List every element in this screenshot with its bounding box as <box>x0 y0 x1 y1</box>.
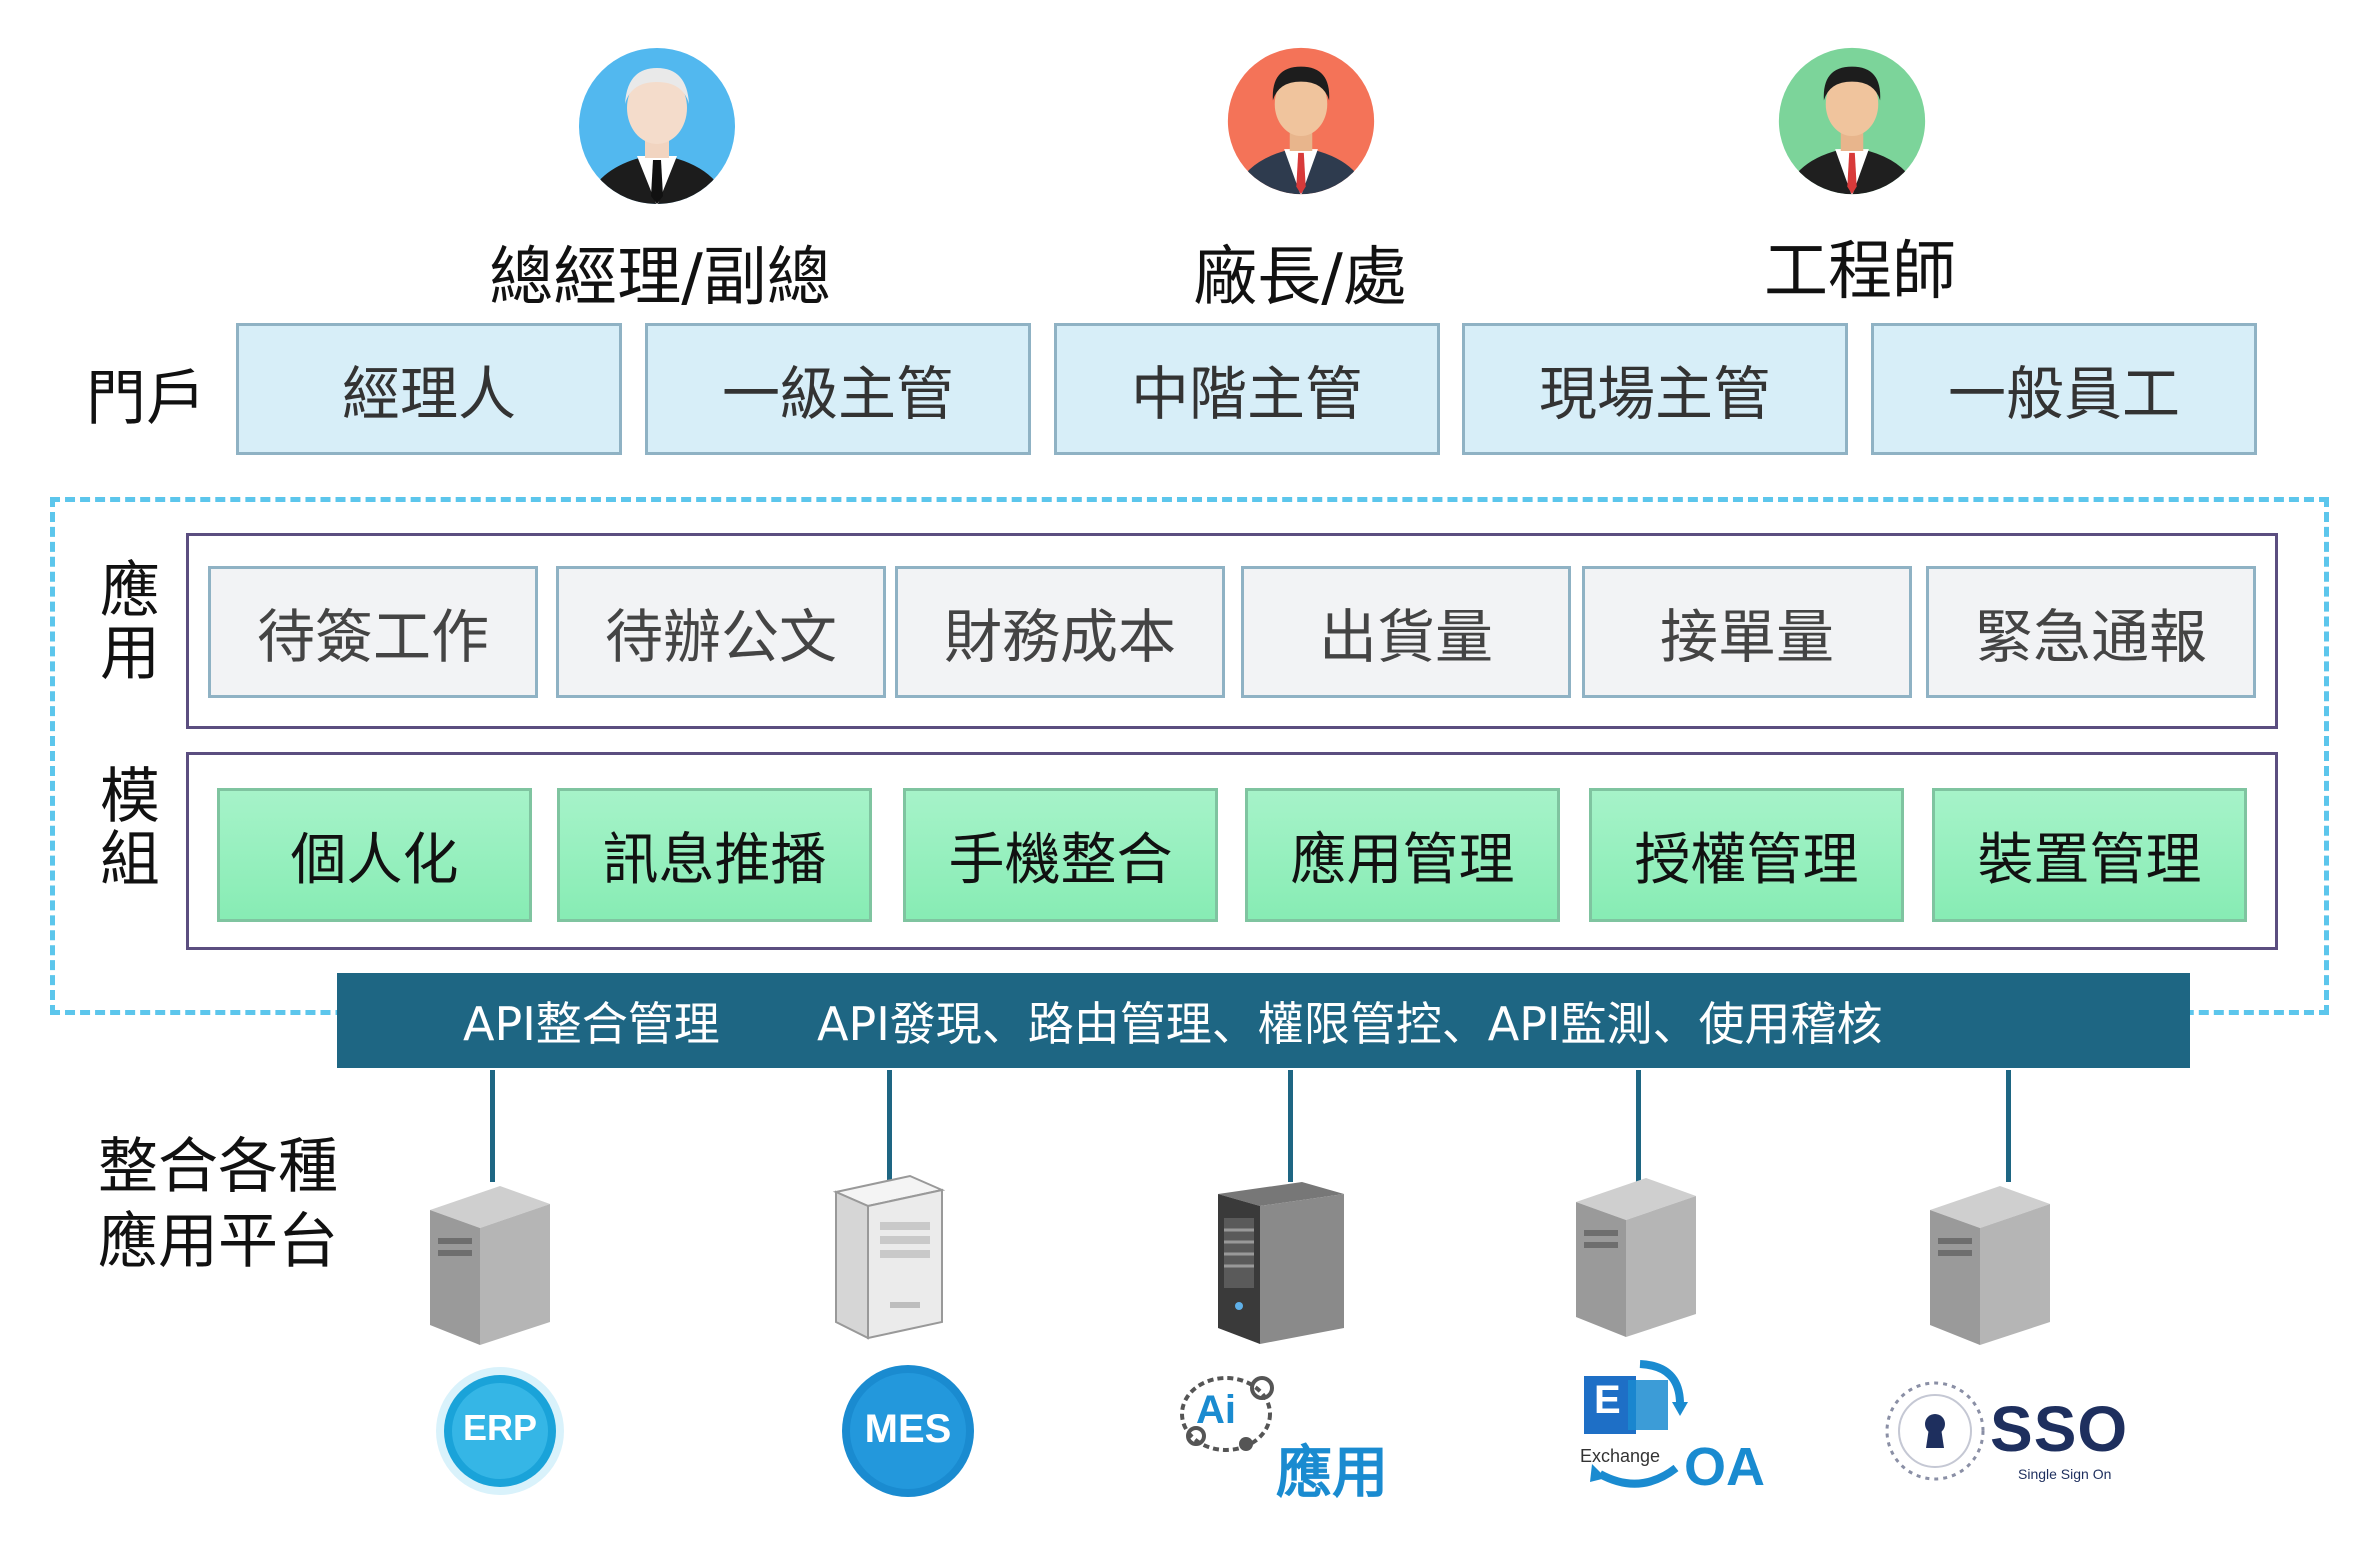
engineer-icon <box>1778 47 1926 195</box>
app-item-finance-cost[interactable]: 財務成本 <box>895 566 1225 698</box>
connector-erp <box>490 1070 495 1182</box>
platform-label: 整合各種 應用平台 <box>98 1130 338 1280</box>
server-ai-icon <box>1218 1182 1344 1344</box>
sso-sub-label: Single Sign On <box>2018 1466 2112 1482</box>
module-label-line1: 模 <box>100 762 160 832</box>
ai-logo-text: Ai <box>1196 1388 1236 1432</box>
role-title-senior: 總經理/副總 <box>489 241 831 315</box>
api-features: API發現、路由管理、權限管控、API監測、使用稽核 <box>817 996 1883 1051</box>
oa-label: OA <box>1684 1437 1765 1497</box>
app-label: 應 用 <box>100 560 160 686</box>
mes-logo-text: MES <box>864 1407 952 1451</box>
mes-logo-icon: MES <box>840 1363 976 1499</box>
app-label-line1: 應 <box>100 556 160 626</box>
role-title-engineer: 工程師 <box>1764 235 1956 309</box>
app-item-shipment[interactable]: 出貨量 <box>1241 566 1571 698</box>
app-item-pending-sign[interactable]: 待簽工作 <box>208 566 538 698</box>
module-label: 模 組 <box>100 766 160 892</box>
connector-sso <box>2006 1070 2011 1182</box>
ai-brain-icon: Ai 應用 <box>1176 1366 1406 1506</box>
portal-item-first-level[interactable]: 一級主管 <box>645 323 1031 455</box>
api-gateway-bar: API整合管理 API發現、路由管理、權限管控、API監測、使用稽核 <box>337 973 2190 1068</box>
exchange-logo-letter: E <box>1594 1378 1621 1422</box>
module-item-personalize[interactable]: 個人化 <box>217 788 532 922</box>
connector-ai <box>1288 1070 1293 1182</box>
role-title-plant: 廠長/處 <box>1193 241 1407 315</box>
platform-label-line1: 整合各種 <box>98 1132 338 1202</box>
portal-label: 門戶 <box>86 364 206 434</box>
portal-item-site[interactable]: 現場主管 <box>1462 323 1848 455</box>
portal-item-manager[interactable]: 經理人 <box>236 323 622 455</box>
api-title: API整合管理 <box>463 996 720 1051</box>
senior-manager-icon <box>579 48 735 204</box>
module-item-auth-mgmt[interactable]: 授權管理 <box>1589 788 1904 922</box>
sso-keyhole-icon: SSO Single Sign On <box>1880 1376 2130 1496</box>
server-sso-icon <box>1930 1186 2050 1345</box>
connector-oa <box>1636 1070 1641 1182</box>
platform-label-line2: 應用平台 <box>98 1207 338 1277</box>
sso-logo-text: SSO <box>1990 1393 2129 1465</box>
portal-item-staff[interactable]: 一般員工 <box>1871 323 2257 455</box>
erp-logo-icon: ERP <box>432 1363 568 1499</box>
plant-manager-icon <box>1227 47 1375 195</box>
connector-mes <box>887 1070 892 1182</box>
ai-app-label: 應用 <box>1276 1441 1388 1506</box>
exchange-sub-label: Exchange <box>1580 1446 1661 1466</box>
module-frame <box>186 752 2278 950</box>
module-item-app-mgmt[interactable]: 應用管理 <box>1245 788 1560 922</box>
module-item-device-mgmt[interactable]: 裝置管理 <box>1932 788 2247 922</box>
module-label-line2: 組 <box>100 825 160 895</box>
erp-logo-text: ERP <box>462 1407 538 1448</box>
module-item-mobile[interactable]: 手機整合 <box>903 788 1218 922</box>
server-mes-icon <box>832 1174 946 1340</box>
app-item-emergency[interactable]: 緊急通報 <box>1926 566 2256 698</box>
module-item-push[interactable]: 訊息推播 <box>557 788 872 922</box>
app-item-orders[interactable]: 接單量 <box>1582 566 1912 698</box>
exchange-icon: E Exchange OA <box>1580 1356 1780 1506</box>
server-erp-icon <box>430 1186 550 1345</box>
app-label-line2: 用 <box>100 619 160 689</box>
portal-item-mid-level[interactable]: 中階主管 <box>1054 323 1440 455</box>
server-oa-icon <box>1576 1178 1696 1337</box>
app-item-pending-docs[interactable]: 待辦公文 <box>556 566 886 698</box>
